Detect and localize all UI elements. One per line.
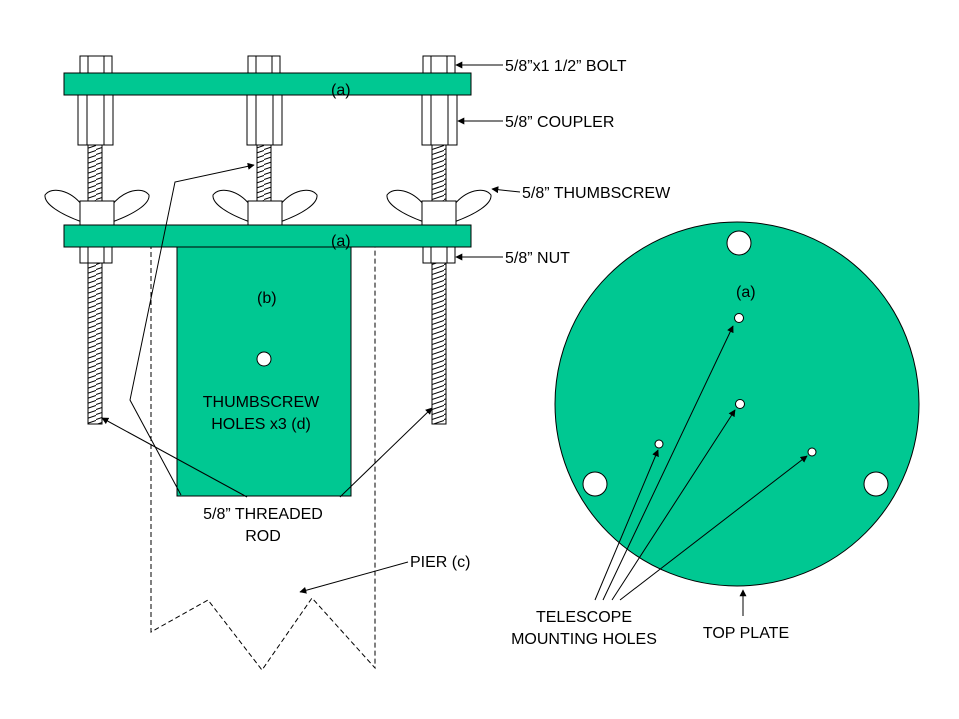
label-plate-a-middle: (a) (331, 233, 351, 250)
thumbscrew-right (386, 189, 492, 227)
nut-right (422, 246, 456, 264)
label-nut: 5/8” NUT (505, 250, 570, 267)
threaded-rod-middle (256, 143, 272, 205)
label-block-b: (b) (257, 290, 277, 307)
labels: 5/8”x1 1/2” BOLT 5/8” COUPLER 5/8” THUMB… (203, 58, 789, 648)
mounting-hole-3 (654, 439, 664, 449)
thumbscrews (44, 189, 492, 227)
middle-plate-a (63, 224, 472, 248)
label-top-plate: TOP PLATE (703, 625, 789, 642)
coupler-left (77, 94, 114, 146)
nut-left (79, 246, 113, 264)
bolt-head-left (79, 55, 113, 74)
label-thumbscrew: 5/8” THUMBSCREW (522, 185, 671, 202)
block-b (176, 245, 352, 497)
label-rod-line2: ROD (245, 528, 281, 545)
label-mounting-line2: MOUNTING HOLES (511, 631, 657, 648)
coupler-middle (246, 94, 283, 146)
threaded-rod-left (87, 143, 103, 425)
mounting-hole-2 (735, 399, 745, 409)
mounting-hole-4 (807, 447, 817, 457)
large-hole-top (726, 230, 752, 256)
thumbscrew-left (44, 189, 150, 227)
label-pier: PIER (c) (410, 554, 470, 571)
label-holes-line2: HOLES x3 (d) (211, 416, 311, 433)
bolt-heads (79, 55, 456, 74)
bolt-head-right (422, 55, 456, 74)
leader-lines (101, 61, 808, 616)
label-plate-a-top: (a) (331, 82, 351, 99)
nuts (79, 246, 456, 264)
mounting-hole-1 (734, 313, 744, 323)
coupler-right (421, 94, 458, 146)
label-bolt: 5/8”x1 1/2” BOLT (505, 58, 627, 75)
label-mounting-line1: TELESCOPE (536, 609, 632, 626)
label-rod-line1: 5/8” THREADED (203, 506, 323, 523)
large-hole-right (863, 471, 889, 497)
couplers (77, 94, 458, 146)
large-hole-left (582, 471, 608, 497)
label-circle-a: (a) (736, 284, 756, 301)
bolt-head-middle (247, 55, 281, 74)
top-plate-a (63, 72, 472, 96)
threaded-rod-right (431, 143, 447, 425)
label-coupler: 5/8” COUPLER (505, 114, 614, 131)
pier-outline (150, 244, 376, 671)
circular-top-plate (554, 221, 920, 587)
label-holes-line1: THUMBSCREW (203, 394, 320, 411)
